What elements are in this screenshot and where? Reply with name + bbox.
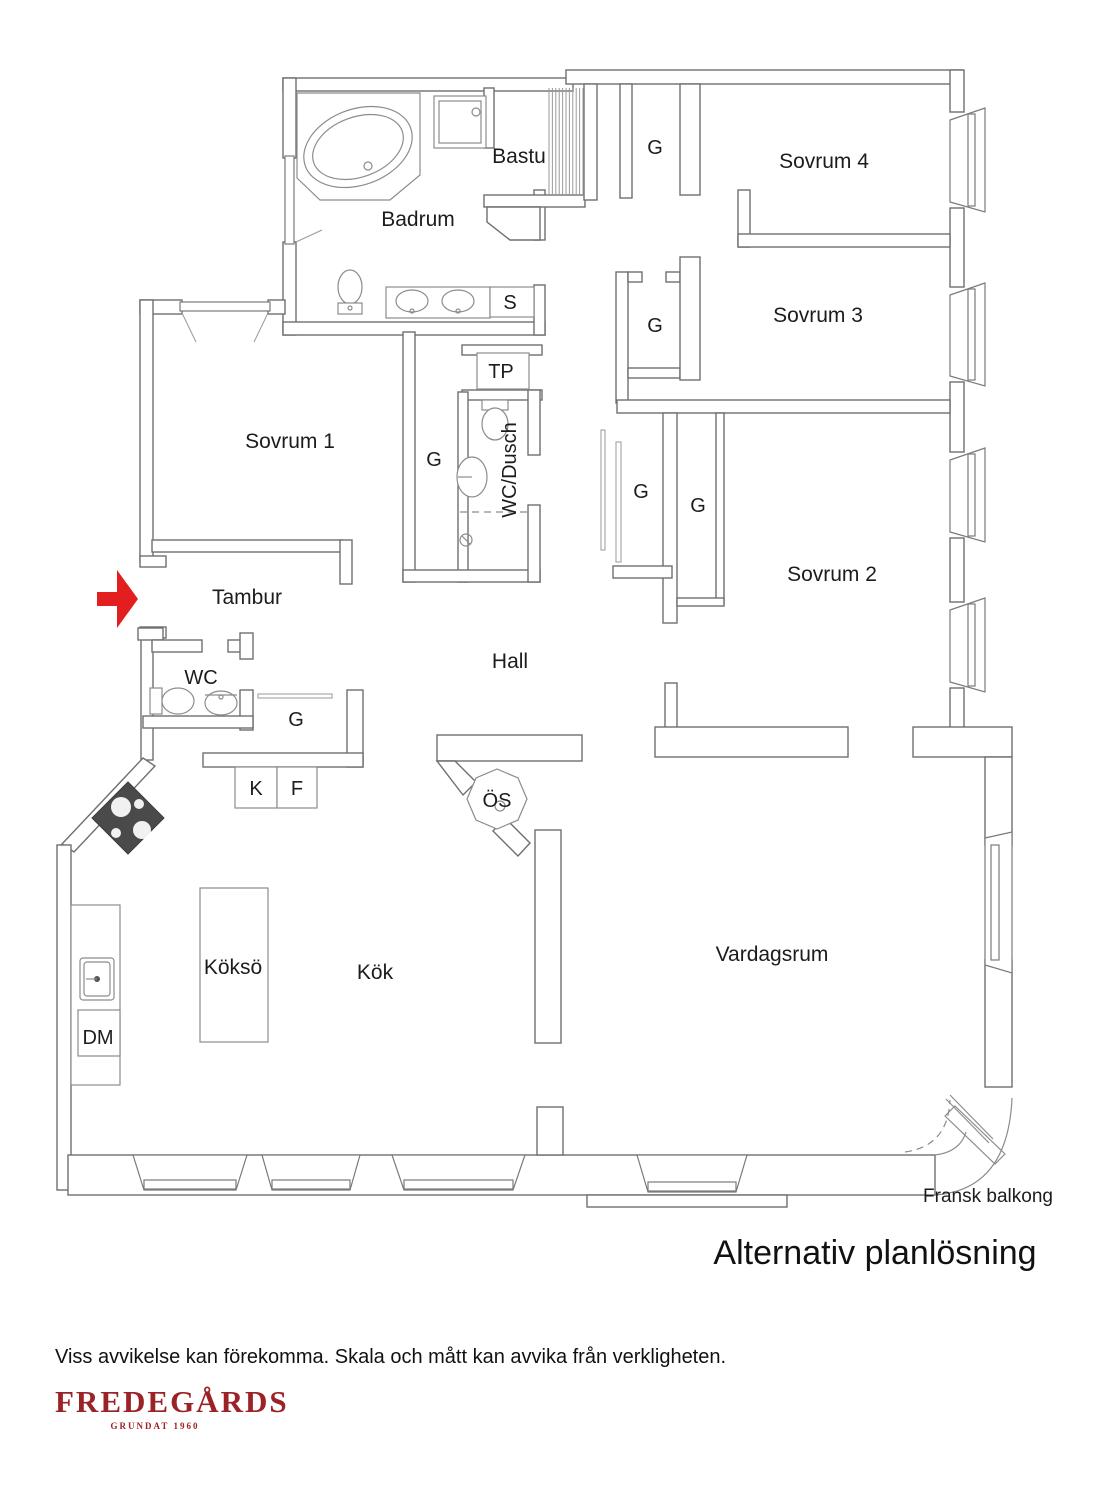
french-balcony <box>904 1094 1013 1196</box>
label-vardagsrum: Vardagsrum <box>716 943 829 966</box>
label-k: K <box>249 778 263 800</box>
label-g2: G <box>647 315 663 337</box>
label-bastu: Bastu <box>492 145 546 168</box>
label-sovrum4: Sovrum 4 <box>779 150 869 173</box>
disclaimer-text: Viss avvikelse kan förekomma. Skala och … <box>55 1346 727 1368</box>
label-s: S <box>503 292 516 314</box>
page-title: Alternativ planlösning <box>713 1234 1037 1272</box>
interior-walls <box>137 83 951 1156</box>
room-labels: Badrum Bastu S G Sovrum 4 G Sovrum 3 TP … <box>82 137 1053 1207</box>
brand-tagline: GRUNDAT 1960 <box>110 1421 200 1431</box>
label-g4: G <box>633 481 649 503</box>
label-g6: G <box>288 709 304 731</box>
label-dm: DM <box>82 1027 113 1049</box>
label-g3: G <box>426 449 442 471</box>
brand-logo: FREDEGÅRDS GRUNDAT 1960 <box>55 1384 289 1431</box>
label-badrum: Badrum <box>381 208 455 231</box>
label-tambur: Tambur <box>212 586 282 609</box>
windows <box>132 107 1013 1193</box>
label-g5: G <box>690 495 706 517</box>
label-os: ÖS <box>483 790 512 812</box>
entrance-arrow <box>97 570 138 628</box>
label-tp: TP <box>488 361 514 383</box>
label-wc: WC <box>184 667 217 689</box>
stove <box>91 781 165 855</box>
label-sovrum2: Sovrum 2 <box>787 563 877 586</box>
label-f: F <box>291 778 303 800</box>
label-g1: G <box>647 137 663 159</box>
label-sovrum3: Sovrum 3 <box>773 304 863 327</box>
label-hall: Hall <box>492 650 528 673</box>
label-kok: Kök <box>357 961 394 984</box>
label-fransk-balkong: Fransk balkong <box>923 1186 1053 1207</box>
closet-rails <box>257 429 622 699</box>
label-sovrum1: Sovrum 1 <box>245 430 335 453</box>
brand-name: FREDEGÅRDS <box>55 1384 289 1419</box>
kitchen-fixtures <box>70 766 528 1086</box>
bathroom-fixtures <box>149 88 584 716</box>
label-kokso: Köksö <box>204 956 262 979</box>
label-wcdusch: WC/Dusch <box>499 422 521 518</box>
